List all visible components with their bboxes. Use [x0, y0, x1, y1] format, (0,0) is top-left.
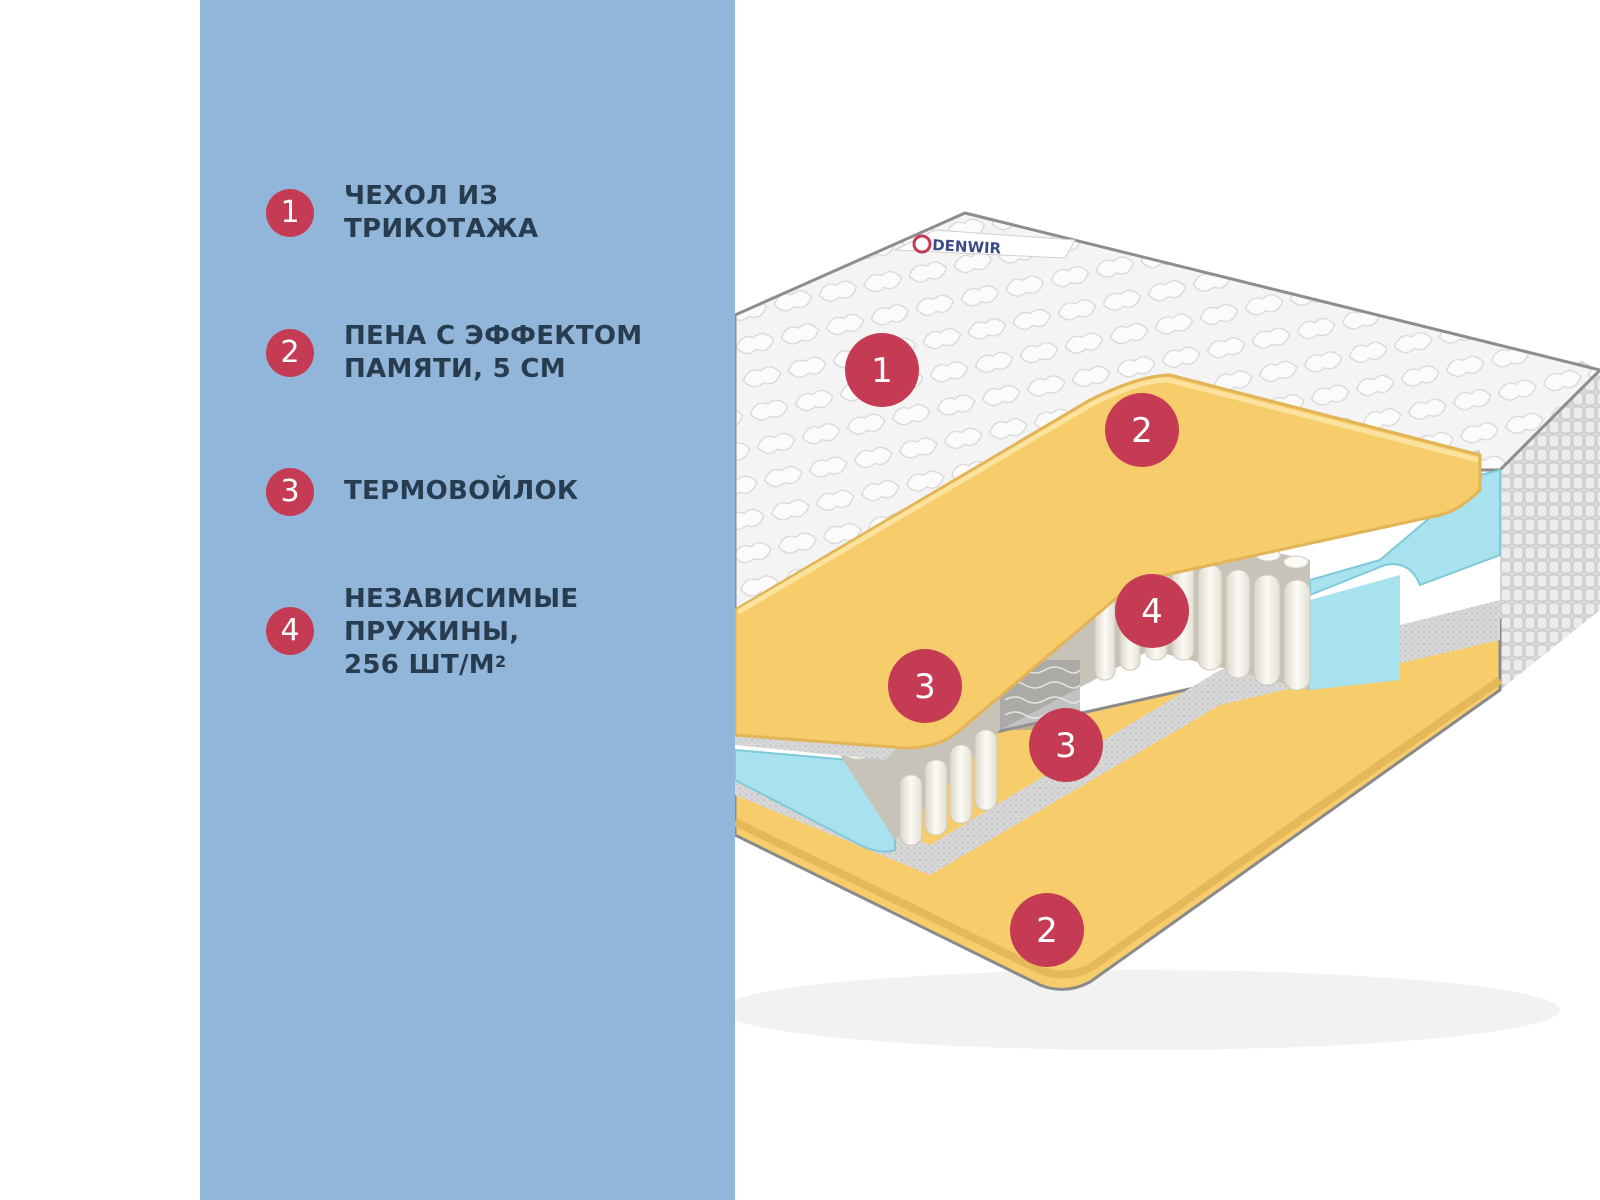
callout-number: 2 — [1036, 911, 1058, 951]
callout-number: 3 — [914, 667, 936, 707]
legend-label-text: 256 ШТ/М — [344, 650, 495, 680]
callout-2-top: 2 — [1105, 393, 1179, 467]
legend-label-line: ТРИКОТАЖА — [344, 214, 539, 244]
legend-label-cover: ЧЕХОЛ ИЗ ТРИКОТАЖА — [344, 180, 674, 246]
callout-number: 4 — [1141, 592, 1163, 632]
foam-edge — [735, 676, 1503, 979]
foam-highlight — [736, 377, 1479, 615]
edge-foam-right-front — [1310, 575, 1400, 690]
legend-badge-1: 1 — [266, 189, 314, 237]
legend-label-line: ЧЕХОЛ ИЗ — [344, 181, 499, 211]
callout-number: 2 — [1131, 411, 1153, 451]
legend-label-line: НЕЗАВИСИМЫЕ — [344, 584, 579, 614]
callout-3-lower: 3 — [1029, 708, 1103, 782]
callout-3-upper: 3 — [888, 649, 962, 723]
legend-badge-3: 3 — [266, 468, 314, 516]
legend-badge-2: 2 — [266, 329, 314, 377]
callout-number: 1 — [871, 351, 893, 391]
callout-2-bottom: 2 — [1010, 893, 1084, 967]
legend-badge-4: 4 — [266, 607, 314, 655]
bottom-foam-layer — [735, 618, 1502, 991]
legend-label-memory-foam: ПЕНА С ЭФФЕКТОМ ПАМЯТИ, 5 СМ — [344, 320, 674, 386]
shadow — [735, 970, 1560, 1050]
legend-label-springs: НЕЗАВИСИМЫЕ ПРУЖИНЫ, 256 ШТ/М2 — [344, 583, 674, 682]
superscript: 2 — [494, 652, 507, 671]
legend-label-line: ПЕНА С ЭФФЕКТОМ — [344, 321, 643, 351]
legend-label-line: ПРУЖИНЫ, — [344, 617, 520, 647]
callout-number: 3 — [1055, 726, 1077, 766]
callout-4: 4 — [1115, 574, 1189, 648]
callout-1: 1 — [845, 333, 919, 407]
legend-label-line: ТЕРМОВОЙЛОК — [344, 476, 579, 506]
legend-label-line: 256 ШТ/М2 — [344, 649, 674, 682]
callouts: 1 2 4 3 3 2 — [845, 333, 1189, 967]
legend-label-thermofelt: ТЕРМОВОЙЛОК — [344, 475, 674, 508]
legend-label-line: ПАМЯТИ, 5 СМ — [344, 354, 566, 384]
brand-logo-text: DENWIR — [932, 236, 1002, 258]
brand-logo-icon — [912, 234, 932, 254]
